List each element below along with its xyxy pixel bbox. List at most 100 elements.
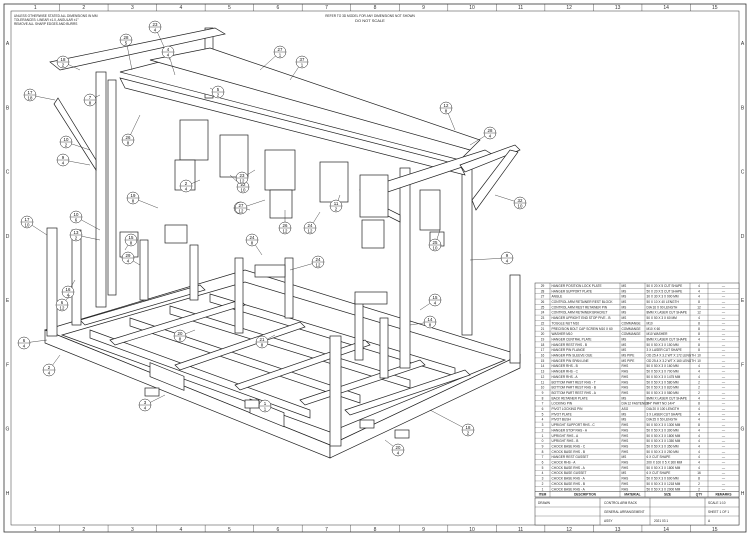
bom-cell: 4 [698, 418, 700, 422]
balloon-quantity: 4 [144, 406, 147, 411]
rest-bracket [164, 224, 188, 244]
upright-front-left-inner [71, 229, 82, 326]
bom-cell: 15 [541, 359, 545, 363]
upright-front-left [46, 227, 58, 337]
bom-cell: 7 [542, 402, 544, 406]
balloon-quantity: 12 [316, 263, 321, 268]
bom-cell: 3 X LASER CUT SHAPE [647, 348, 682, 352]
balloon-quantity: 18 [28, 96, 33, 101]
bom-cell: 50 X 50 X 3 X 2000 MM [647, 487, 681, 491]
zone-label: E [6, 298, 10, 304]
general-note-line: TOLERANCES: LINEAR ±1.0, ANGULAR ±1° [14, 18, 79, 22]
bom-cell: — [722, 471, 726, 475]
balloon-item-number: 15 [129, 235, 134, 240]
bom-cell: 10 [541, 386, 545, 390]
drawn-label: DRAWN [538, 501, 551, 505]
bom-cell: MS [622, 284, 627, 288]
balloon-quantity: 2 [75, 236, 78, 241]
rest-post [284, 257, 294, 319]
drawn-date: 2021 03 1 [654, 519, 668, 523]
bom-cell: RHS [622, 370, 629, 374]
rest-bracket [254, 264, 286, 278]
balloon-item-number: 5 [217, 87, 220, 92]
bom-cell: 16 [697, 471, 701, 475]
bom-cell: — [722, 455, 726, 459]
bom-cell: 6 X CUT SHAPE [647, 471, 671, 475]
hanger-bracket [219, 134, 249, 178]
bom-cell: — [722, 418, 726, 422]
bom-cell: — [722, 487, 726, 491]
balloon-quantity: 4 [154, 28, 157, 33]
bom-cell: DIA 25 X 50 LENGTH [647, 418, 679, 422]
bom-cell: 50 X 20 X 5 CUT SHAPE [647, 289, 683, 293]
rest-post [234, 257, 244, 334]
balloon-quantity: 8 [179, 337, 182, 342]
bom-cell: 50 X 50 X 3 X 1800 MM [647, 434, 681, 438]
bom-cell: 4 [698, 370, 700, 374]
zone-label: H [741, 491, 745, 497]
diagonal-brace [471, 149, 519, 211]
bom-cell: 4 [698, 428, 700, 432]
balloon-item-number: 20 [178, 331, 183, 336]
zone-label: 15 [712, 5, 718, 11]
bom-cell: CHOCK BASE RHS - A [552, 487, 586, 491]
bom-cell: 11 [541, 380, 545, 384]
bom-cell: RHS [622, 466, 629, 470]
bom-cell: MS [622, 337, 627, 341]
bom-cell: 19 [541, 337, 545, 341]
bom-cell: RHS [622, 423, 629, 427]
bom-cell: MS [622, 295, 627, 299]
bom-cell: MS [622, 343, 627, 347]
item-balloon: 64 [17, 336, 48, 350]
balloon-item-number: 9 [506, 253, 509, 258]
item-balloon: 112 [329, 194, 343, 213]
bom-cell: 1 [542, 434, 544, 438]
base-cross-member [89, 329, 311, 419]
bom-cell: 4 [698, 289, 700, 293]
item-balloon: 208 [173, 329, 196, 343]
balloon-quantity: 8 [445, 109, 448, 114]
bom-cell: 8 [698, 343, 700, 347]
bom-cell: 5 [542, 466, 544, 470]
bom-cell: RHS [622, 444, 629, 448]
bom-cell: M10 [647, 321, 653, 325]
bom-cell: — [722, 444, 726, 448]
bom-cell: M10 WASHER [647, 332, 669, 336]
zone-label: 5 [228, 527, 231, 533]
bom-cell: 4 [542, 471, 544, 475]
bom-cell: 10 [697, 359, 701, 363]
balloon-item-number: 6 [23, 338, 26, 343]
bom-cell: DIA 16 X 90 LENGTH [647, 305, 679, 309]
balloon-item-number: 20 [396, 445, 401, 450]
item-balloon: 198 [126, 191, 159, 209]
balloon-item-number: 2 [185, 181, 188, 186]
bom-cell: CONTROL ARM RETAINER BRACKET [552, 311, 608, 315]
bom-cell: 4 [698, 412, 700, 416]
bom-cell: RHS [622, 477, 629, 481]
balloon-quantity: 5 [125, 41, 128, 46]
balloon-item-number: 19 [131, 193, 136, 198]
balloon-quantity: 4 [185, 187, 188, 192]
zone-label: A [741, 41, 745, 47]
bom-cell: — [722, 412, 726, 416]
chock-block [149, 362, 185, 391]
bom-cell: 50 X 50 X 3 X 700 MM [647, 370, 679, 374]
balloon-quantity: 12 [240, 179, 245, 184]
bom-cell: ASG [622, 407, 629, 411]
balloon-quantity: 1 [264, 407, 267, 412]
rest-post [379, 317, 389, 379]
balloon-quantity: 2 [217, 93, 220, 98]
bom-cell: — [722, 337, 726, 341]
